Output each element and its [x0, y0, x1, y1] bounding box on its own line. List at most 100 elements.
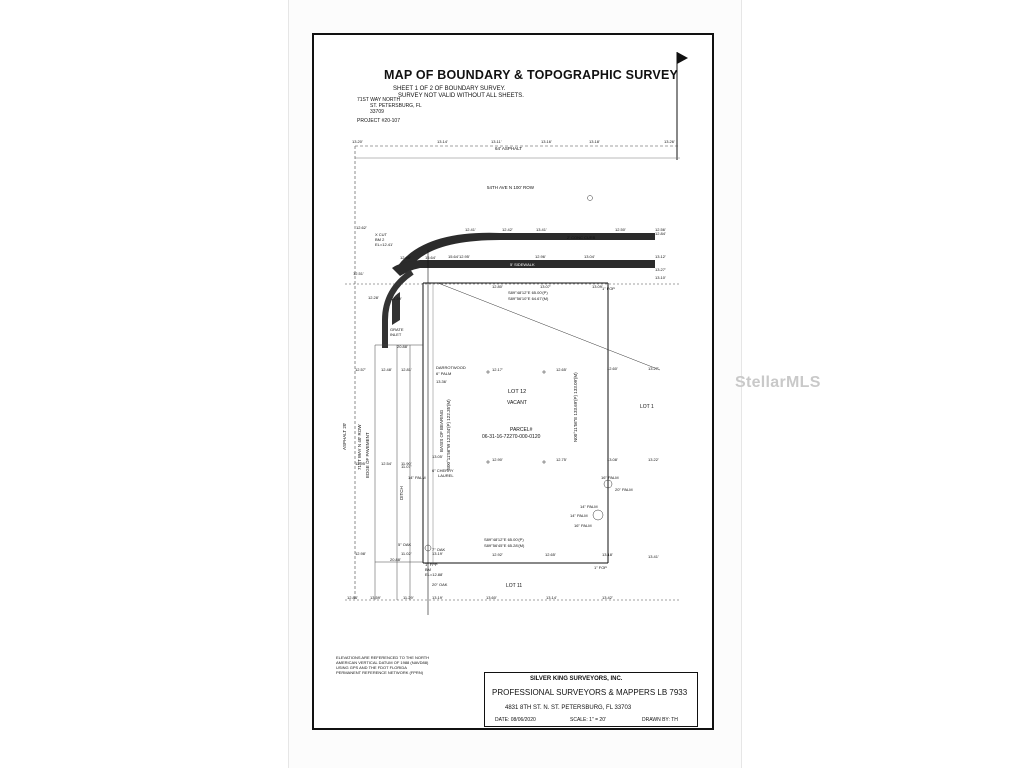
parcel-number: 06-31-16-72270-000-0120	[482, 434, 541, 440]
address-line-3: 33709	[370, 109, 384, 115]
elevation-label: 15.64'	[425, 255, 436, 260]
elevation-label: 12.28'	[368, 295, 379, 300]
tree-label-oak7: 7" OAK	[432, 547, 446, 552]
north-arrow-flag-icon	[677, 52, 688, 64]
elevation-label: 13.18'	[589, 139, 600, 144]
tree-label-oak5: 5" OAK	[398, 542, 412, 547]
elevation-label: 12.95'	[355, 461, 366, 466]
company-name: SILVER KING SURVEYORS, INC.	[530, 676, 623, 682]
elevation-label: 13.11'	[491, 139, 502, 144]
bearing-west: S00°11'56"W 123.34'(P) 122.35'(M)	[446, 399, 451, 470]
grate-label: GRATE	[390, 327, 404, 332]
frp-label: 1" FPP	[425, 562, 438, 567]
elevation-label: 13.20'	[352, 139, 363, 144]
stellarmls-watermark: StellarMLS	[735, 374, 821, 391]
elevation-label: 12.41'	[465, 227, 476, 232]
elevation-label: 12.60'	[607, 366, 618, 371]
elevation-label: 11.07'	[401, 464, 412, 469]
elevation-label: 13.36'	[436, 379, 447, 384]
sheet-note-1: SHEET 1 OF 2 OF BOUNDARY SURVEY.	[393, 86, 506, 92]
elevation-label: 13.10'	[655, 275, 666, 280]
elevation-label: 12.48'	[381, 367, 392, 372]
tree-label-palm16: 16" PALM	[601, 475, 619, 480]
elevation-cross-marks	[486, 370, 546, 464]
elevation-label: 12.54'	[381, 461, 392, 466]
elevation-label: 12.84'	[655, 231, 666, 236]
elevation-label: 12.65'	[545, 552, 556, 557]
elevation-label: 12.81'	[401, 367, 412, 372]
elevation-label: 12.51'	[353, 271, 364, 276]
bearing-south-measured: S89°56'45"E 65.28'(M)	[484, 543, 525, 548]
elevation-label: 13.08'	[607, 457, 618, 462]
elevation-label: 13.04'	[584, 254, 595, 259]
survey-frame	[312, 33, 714, 730]
street-row-label: 54TH AVE N 100' ROW	[487, 185, 535, 190]
page-title: MAP OF BOUNDARY & TOPOGRAPHIC SURVEY	[384, 68, 679, 82]
elevation-label: 20.88'	[390, 557, 401, 562]
lot-south: LOT 11	[506, 583, 523, 589]
lot-east: LOT 1	[640, 404, 654, 410]
elevation-label: 11.02'	[401, 551, 412, 556]
parcel-label: PARCEL#	[510, 427, 533, 433]
elevation-label: 11.90'	[401, 461, 412, 466]
elevation-label: 12.65'	[556, 367, 567, 372]
footnote-line-2: AMERICAN VERTICAL DATUM OF 1988 (NAVD88)	[336, 660, 429, 665]
elevation-label: 13.41'	[536, 227, 547, 232]
overhead-line	[437, 282, 661, 371]
x-cut-label: X CUT	[375, 232, 387, 237]
elevation-label: 13.27'	[655, 267, 666, 272]
elevation-label: 13.19'	[432, 551, 443, 556]
bearing-north-plat: S89°48'12"E 65.00'(P)	[508, 290, 548, 295]
basis-bearing-label: BASIS OF BEARING	[439, 409, 444, 452]
elevation-label: 12.17'	[492, 367, 503, 372]
address-line-2: ST. PETERSBURG, FL	[370, 103, 422, 109]
fop-north-label: 1" FOP	[602, 286, 615, 291]
utility-pole-icon	[587, 195, 593, 201]
elevation-label: 13.27'	[648, 366, 659, 371]
elevation-label: 13.12'	[655, 254, 666, 259]
tree-label-cherry: 6" CHERRY	[432, 468, 454, 473]
elevation-label: 13.19'	[432, 595, 443, 600]
el-south-label: EL=12.88'	[425, 572, 444, 577]
inlet-label: INLET	[390, 332, 402, 337]
bm-south-label: BM	[425, 567, 431, 572]
tree-label-laurel: LAUREL	[438, 473, 454, 478]
elevation-label: 12.96'	[535, 254, 546, 259]
footnote-line-3: USING GPS AND THE FDOT FLORIDA	[336, 665, 407, 670]
fop-label: 1" FOP	[594, 565, 607, 570]
bearing-north-measured: S89°56'10"E 64.67'(M)	[508, 296, 549, 301]
elevation-label: 13.14'	[546, 595, 557, 600]
elevation-label: 13.18'	[602, 552, 613, 557]
grate-inlet-shape	[392, 292, 400, 325]
tree-label-palm16b: 16" PALM	[574, 523, 592, 528]
drawn-by: DRAWN BY: TH	[642, 717, 678, 723]
elevation-label: 12.75'	[556, 457, 567, 462]
elevation-label: 13.16'	[541, 139, 552, 144]
footnote-line-4: PERMANENT REFERENCE NETWORK (FPRN)	[336, 670, 424, 675]
bm-label: BM 2	[375, 237, 385, 242]
elevation-label: 20.88'	[397, 344, 408, 349]
elevation-label: 12.57'	[355, 367, 366, 372]
project-number: PROJECT #20-107	[357, 118, 400, 124]
tree-label-palm14c: 14" PALM	[570, 513, 588, 518]
elevation-label: 12.98'	[355, 551, 366, 556]
el-label: EL=12.41'	[375, 242, 394, 247]
concrete-curb-band	[395, 232, 655, 270]
survey-date: DATE: 08/06/2020	[495, 717, 536, 723]
company-address: 4831 8TH ST. N. ST. PETERSBURG, FL 33703	[505, 705, 632, 711]
elevation-label: 13.14'	[437, 139, 448, 144]
tree-label-palm14: 14" PALM	[408, 475, 426, 480]
conc-curb-label: 2' CONC CURB	[567, 235, 596, 240]
elevation-label: 13.42'	[602, 595, 613, 600]
pavement-return-curve	[382, 269, 414, 348]
oak-tree-icon	[424, 544, 432, 552]
asphalt-label: 64' ASPHALT	[495, 146, 523, 151]
elevation-label: 12.84'	[347, 595, 358, 600]
edge-pavement-label: EDGE OF PAVEMENT	[365, 432, 370, 478]
tree-label-darrotwood: DARROTWOOD	[436, 365, 466, 370]
bearing-east: N00°11'56"E 133.69'(P) 133.09'(M)	[573, 372, 578, 442]
elevation-label: 12.59'	[391, 296, 402, 301]
elevation-label: 12.95'	[459, 254, 470, 259]
survey-scale: SCALE: 1" = 20'	[570, 717, 606, 723]
elevation-label: 15.64'	[448, 254, 459, 259]
